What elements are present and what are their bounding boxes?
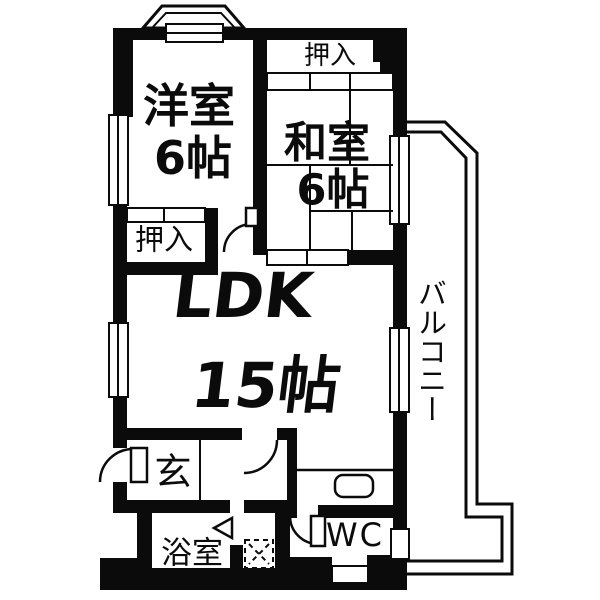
wall-closet-bottom	[113, 262, 218, 275]
window-bottom	[331, 565, 369, 584]
wall-wc-top	[318, 505, 393, 518]
closet-lower-doors	[126, 207, 206, 223]
label-entrance: 玄	[154, 450, 192, 494]
label-bathroom: 浴室	[161, 535, 223, 572]
bay-window	[139, 4, 248, 30]
label-japanese-room-size: 6帖	[296, 165, 370, 216]
wc-door-leaf	[309, 514, 327, 548]
bathroom-door-marker	[211, 515, 234, 541]
label-closet-lower: 押入	[134, 222, 194, 257]
label-western-room-name: 洋室	[143, 79, 235, 133]
wall-top	[113, 28, 400, 40]
window-wc	[390, 528, 410, 560]
balcony-outer-rail	[407, 120, 514, 576]
label-balcony: バルコニー	[413, 278, 448, 424]
balcony-outline	[407, 120, 514, 576]
wall-ldk-bottom-left	[113, 428, 242, 440]
hall-door-swing	[243, 439, 279, 475]
wall-hall-right	[287, 428, 297, 518]
washer-space	[244, 539, 274, 569]
label-ldk-name: LDK	[169, 259, 318, 332]
wall-bottom	[110, 568, 332, 590]
label-japanese-room-name: 和室	[284, 118, 370, 169]
label-ldk-size: 15帖	[187, 349, 345, 422]
label-wc: WC	[326, 516, 384, 554]
entrance-door-swing	[98, 447, 134, 483]
balcony-inner-rail	[407, 130, 504, 563]
doors	[98, 206, 327, 548]
kitchen-sink	[333, 473, 375, 499]
label-western-room-size: 6帖	[153, 131, 233, 185]
wall-room-divider	[253, 40, 267, 255]
sliding-doors	[126, 72, 394, 266]
windows	[108, 23, 410, 584]
closet-upper-doors	[266, 72, 394, 91]
wall-right-lower	[393, 410, 407, 531]
wall-left-lower	[137, 500, 152, 568]
western-room-door-leaf	[244, 206, 260, 228]
entrance-door-leaf	[129, 446, 149, 484]
label-closet-upper: 押入	[303, 41, 357, 71]
fixtures	[199, 440, 393, 569]
tatami-lines	[267, 90, 393, 250]
wall-corner-bottom-right	[367, 555, 407, 590]
wall-right-upper	[393, 40, 407, 138]
wall-right-middle	[393, 222, 407, 330]
